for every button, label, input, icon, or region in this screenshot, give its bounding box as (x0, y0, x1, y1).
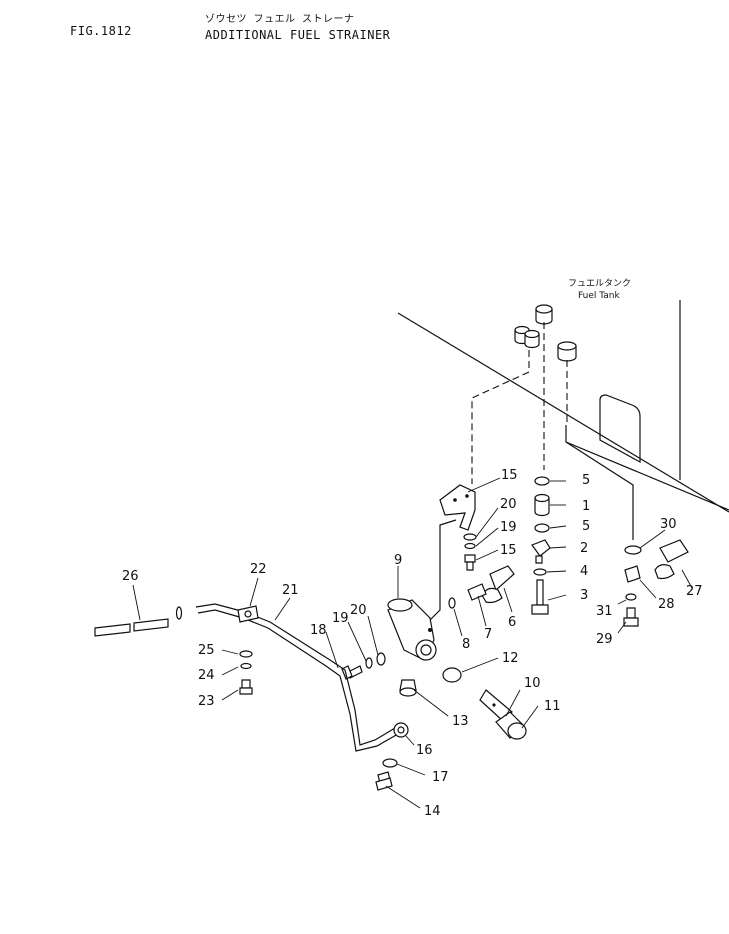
callout-31: 31 (596, 604, 613, 619)
bolt (464, 554, 476, 571)
callout-26: 26 (122, 569, 139, 584)
connector (534, 493, 550, 517)
callout-27: 27 (686, 584, 703, 599)
washer (239, 650, 253, 658)
leader-lines (132, 477, 693, 809)
bolt (531, 579, 549, 615)
tank-fitting-top (535, 304, 553, 325)
union-joint (467, 583, 487, 601)
callout-12: 12 (502, 651, 519, 666)
tank-fitting-right (557, 341, 577, 362)
tank-label: Fuel Tank (578, 291, 621, 301)
fuel-tank-outline (397, 300, 729, 513)
callout-9: 9 (394, 553, 402, 568)
strainer-body (387, 598, 437, 661)
bracket (439, 484, 476, 531)
callout-19: 19 (500, 520, 517, 535)
callout-7: 7 (484, 627, 492, 642)
callout-18: 18 (310, 623, 327, 638)
washer (624, 545, 642, 555)
bolt (341, 665, 363, 680)
callout-14: 14 (424, 804, 441, 819)
callout-28: 28 (658, 597, 675, 612)
washer (376, 652, 386, 666)
bolt (375, 771, 393, 791)
alignment-line (565, 441, 634, 540)
tank-fitting-left (514, 325, 540, 349)
washer (382, 758, 398, 768)
callout-24: 24 (198, 668, 215, 683)
washer (625, 593, 637, 601)
hose (94, 618, 169, 637)
hose-elbow (654, 539, 689, 580)
washer (463, 533, 477, 541)
callout-23: 23 (198, 694, 215, 709)
washer (534, 523, 550, 533)
fuel-pipe (195, 603, 409, 752)
connector (624, 565, 641, 583)
callout-2: 2 (580, 541, 588, 556)
callout-5: 5 (582, 473, 590, 488)
drain-plug (399, 679, 417, 697)
callout-16: 15 (501, 468, 518, 483)
callout-11: 11 (544, 699, 561, 714)
callout-5: 5 (582, 519, 590, 534)
callout-19: 19 (332, 611, 349, 626)
lock-washer (240, 662, 252, 670)
lock-washer (365, 657, 373, 669)
washer (533, 568, 547, 576)
callout-6: 6 (508, 615, 516, 630)
callout-15: 16 (416, 743, 433, 758)
callout-1: 1 (582, 499, 590, 514)
lock-washer (464, 542, 476, 550)
figure-title-japanese: ゾウセツ フュエル ストレーナ (205, 14, 355, 25)
callout-20: 20 (350, 603, 367, 618)
callout-3: 3 (580, 588, 588, 603)
callout-25: 25 (198, 643, 215, 658)
callout-21: 21 (282, 583, 299, 598)
hose-clamp (175, 606, 183, 620)
callout-22: 22 (250, 562, 267, 577)
alignment-line (429, 519, 457, 621)
callout-17: 15 (500, 543, 517, 558)
seal-ring (442, 667, 462, 683)
hose-elbow (481, 565, 515, 604)
elbow-fitting (531, 539, 551, 564)
callout-20: 20 (500, 497, 517, 512)
filter-bowl (495, 711, 527, 740)
callout-10: 10 (524, 676, 541, 691)
callout-8: 8 (462, 637, 470, 652)
figure-title: ADDITIONAL FUEL STRAINER (205, 28, 391, 42)
callout-15: 17 (432, 770, 449, 785)
bolt (239, 679, 253, 695)
alignment-line (471, 350, 530, 484)
callout-13: 13 (452, 714, 469, 729)
tank-label-japanese: フュエルタンク (568, 278, 631, 289)
callout-4: 4 (580, 564, 588, 579)
bolt (623, 607, 639, 627)
callout-29: 29 (596, 632, 613, 647)
callout-30: 30 (660, 517, 677, 532)
figure-number: FIG.1812 (70, 24, 132, 38)
washer (534, 476, 550, 486)
o-ring (448, 597, 456, 609)
